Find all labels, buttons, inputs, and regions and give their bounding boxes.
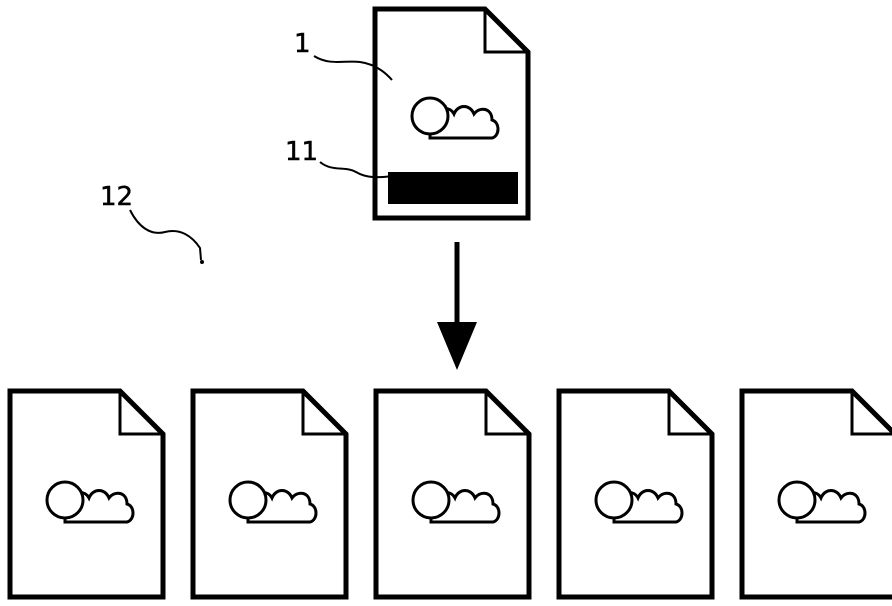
document-fold — [301, 391, 346, 436]
label-group-12: 12 — [100, 182, 204, 264]
document-copy — [7, 388, 166, 600]
source-document-fold — [483, 9, 528, 54]
document-fold — [484, 391, 529, 436]
document-fold — [118, 391, 163, 436]
document-icon — [556, 388, 715, 600]
circle-cloud-icon — [411, 480, 501, 524]
marker-bar — [388, 172, 518, 204]
circle-cloud-icon — [594, 480, 684, 524]
label-collection: 12 — [100, 182, 133, 212]
leader-dot-12 — [200, 260, 204, 264]
document-copy — [739, 388, 892, 600]
document-copies-row — [7, 388, 892, 600]
document-copy — [190, 388, 349, 600]
circle-cloud-icon — [228, 480, 318, 524]
document-copy — [556, 388, 715, 600]
flow-arrow — [437, 242, 477, 370]
document-icon — [190, 388, 349, 600]
label-group-1: 1 — [294, 29, 393, 81]
leader-line-1 — [313, 55, 393, 81]
circle-cloud-icon — [45, 480, 135, 524]
source-document-outline — [372, 6, 531, 221]
source-document — [372, 6, 531, 221]
arrow-down-icon — [437, 322, 477, 370]
source-content-icon — [410, 96, 500, 140]
document-fold — [850, 391, 892, 436]
document-icon — [373, 388, 532, 600]
document-icon — [7, 388, 166, 600]
leader-line-11 — [319, 161, 393, 179]
label-marker-bar: 11 — [285, 137, 318, 167]
document-icon — [739, 388, 892, 600]
document-fold — [667, 391, 712, 436]
leader-line-12 — [129, 209, 202, 261]
label-group-11: 11 — [285, 137, 393, 179]
document-copy — [373, 388, 532, 600]
label-source-document: 1 — [294, 29, 311, 59]
circle-cloud-icon — [777, 480, 867, 524]
